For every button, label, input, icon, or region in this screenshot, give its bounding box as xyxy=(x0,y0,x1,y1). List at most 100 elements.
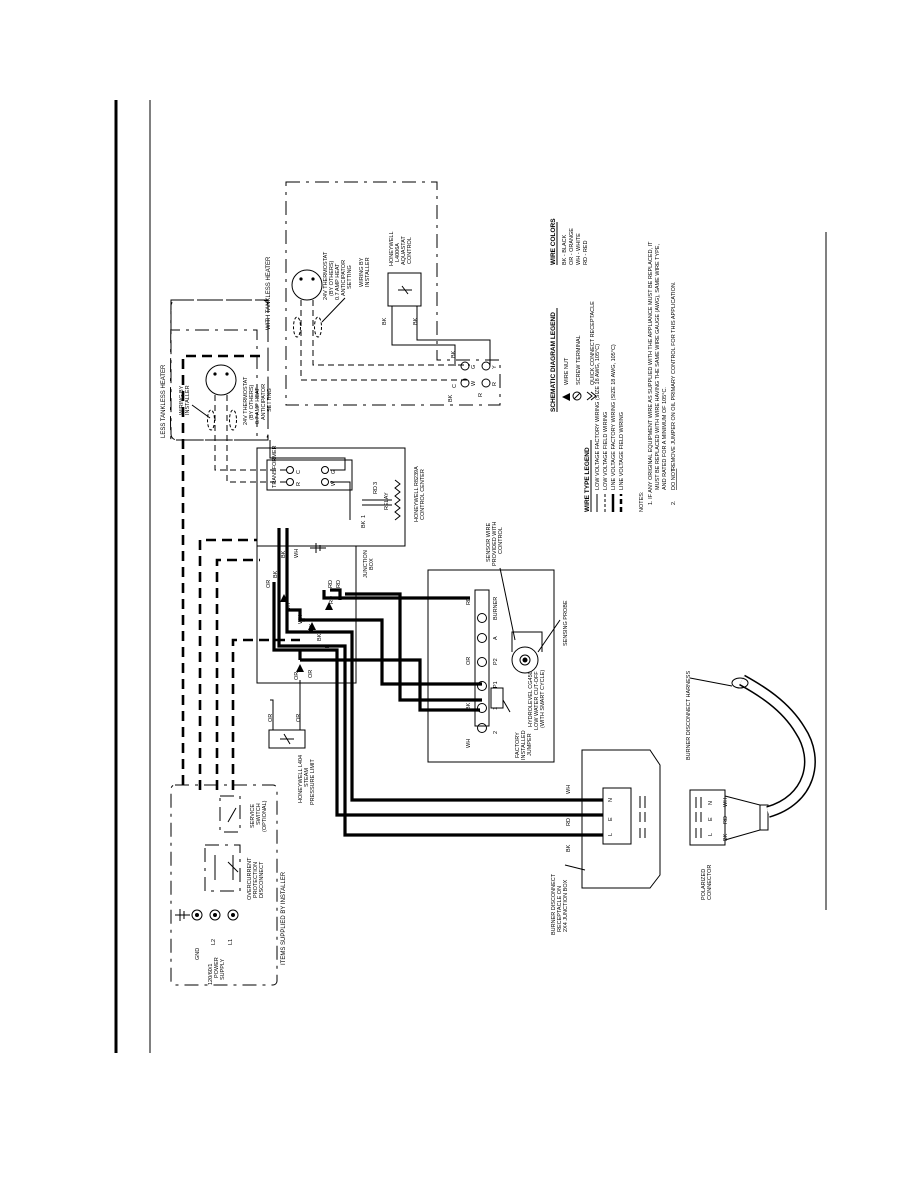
ss-label-3: (OPTIONAL) xyxy=(262,800,268,832)
jumper-label-3: JUMPER xyxy=(527,733,533,756)
oc-label-3: DISCONNECT xyxy=(259,861,265,898)
jumper-label-1: FACTORY xyxy=(515,732,521,758)
rec-e: E xyxy=(608,817,614,821)
cc-term-c: C xyxy=(296,470,302,474)
oc-label-2: PROTECTION xyxy=(253,862,259,898)
thermostat-5: SETTING xyxy=(267,388,273,412)
jb-label-2: BOX xyxy=(369,558,375,570)
rec-label-1: BURNER DISCONNECT xyxy=(551,873,557,935)
wiring-by-t-2: INSTALLER xyxy=(365,257,371,287)
thermostat-t-5: SETTING xyxy=(347,265,353,289)
thermostat-t-4: ANTICIPATOR xyxy=(341,260,347,296)
term-r: R xyxy=(492,382,498,386)
rec-n: N xyxy=(608,798,614,802)
jb-or-3: OR xyxy=(294,672,300,680)
sensing-probe xyxy=(511,646,539,674)
cc-term-w: W xyxy=(331,480,337,486)
pl-or-2: OR xyxy=(296,714,302,722)
rec-l: L xyxy=(608,833,614,836)
jb-bk-4: BK xyxy=(317,633,323,641)
pc-label-1: POLARIZED xyxy=(701,869,707,900)
lwco-or: OR xyxy=(466,657,472,665)
quick-connect-icon xyxy=(586,391,597,401)
lwco-bk: BK xyxy=(466,702,472,710)
lwco-box xyxy=(427,569,555,763)
pc-rd: RD xyxy=(723,816,729,824)
color-or: OR - ORANGE xyxy=(569,228,575,265)
sensor-wire-1: SENSOR WIRE xyxy=(486,523,492,562)
cc-term-g: G xyxy=(331,470,337,474)
schematic-legend: SCHEMATIC DIAGRAM LEGEND WIRE NUT SCREW … xyxy=(550,301,597,412)
less-tankless-group: LESS TANKLESS HEATER 24V THERMOSTAT (BY … xyxy=(161,299,273,441)
jumper xyxy=(490,687,504,709)
lwco-rd: RD xyxy=(466,597,472,605)
sensing-probe-label: SENSING PROBE xyxy=(563,600,569,646)
harness-label: BURNER DISCONNECT HARNESS xyxy=(686,671,692,760)
lwco-label-1: HYDROLEVEL CG450 xyxy=(528,671,534,727)
pl-label-3: PRESSURE LIMIT xyxy=(310,759,316,805)
pc-e: E xyxy=(708,817,714,821)
term-g: G xyxy=(471,365,477,369)
wiring-by-2: INSTALLER xyxy=(185,385,191,415)
schematic-legend-title: SCHEMATIC DIAGRAM LEGEND xyxy=(550,312,557,412)
psu-gnd: GND xyxy=(195,948,201,960)
wire-nut-icon xyxy=(562,393,570,401)
wire-colors-title: WIRE COLORS xyxy=(550,218,557,265)
wt-line-factory: LINE VOLTAGE FACTORY WIRING (SIZE 18 AWG… xyxy=(611,344,617,490)
jb-or-2: OR xyxy=(308,670,314,678)
cc-rd: RD xyxy=(373,486,379,494)
wt-line-field: LINE VOLTAGE FIELD WIRING xyxy=(619,412,625,490)
thermostat-2: (BY OTHERS) xyxy=(249,384,255,420)
rec-label-3: 2X4 JUNCTION BOX xyxy=(563,879,569,932)
term-r2: R xyxy=(478,393,484,397)
cc-term-1: 1 xyxy=(361,515,367,518)
notes: NOTES: 1. IF ANY ORIGINAL EQUIPMENT WIRE… xyxy=(639,241,677,512)
jb-rd-3: RD xyxy=(329,596,335,604)
ground-symbol-2 xyxy=(175,909,190,921)
ss-label-2: SWITCH xyxy=(256,803,262,825)
pc-l: L xyxy=(708,833,714,836)
thermostat-t-2: (BY OTHERS) xyxy=(329,260,335,296)
cc-term-3: 3 xyxy=(373,482,379,485)
color-rd: RD - RED xyxy=(583,241,589,265)
wire-type-title: WIRE TYPE LEGEND xyxy=(584,447,591,512)
wire-type-legend: WIRE TYPE LEGEND LOW VOLTAGE FACTORY WIR… xyxy=(584,344,625,512)
rec-rd: RD xyxy=(566,818,572,826)
ss-label-1: SERVICE xyxy=(250,804,256,828)
lwco-burner: BURNER xyxy=(493,597,499,620)
wt-lv-field: LOW VOLTAGE FIELD WIRING xyxy=(603,412,609,490)
jb-or-1: OR xyxy=(266,580,272,588)
aquastat-bk-1: BK xyxy=(382,317,388,325)
service-switch-frame xyxy=(219,795,241,833)
pc-wh: WH xyxy=(723,798,729,807)
ground-symbol xyxy=(310,543,326,553)
psu-label-1: 120/60/1 xyxy=(208,964,214,985)
screw-terminal-icon xyxy=(572,391,582,401)
overcurrent-frame xyxy=(204,844,241,892)
jb-label-1: JUNCTION xyxy=(363,550,369,578)
note-1a: 1. IF ANY ORIGINAL EQUIPMENT WIRE AS SUP… xyxy=(648,241,654,505)
jb-wh-1: WH xyxy=(294,549,300,558)
thermostat-3: 0.7 AMP HEAT xyxy=(255,387,261,424)
legend-quick-connect: QUICK CONNECT RECEPTACLE xyxy=(590,301,596,385)
thermostat-1: 24V THERMOSTAT xyxy=(243,376,249,425)
less-tankless-label: LESS TANKLESS HEATER xyxy=(161,364,167,438)
junction-box xyxy=(256,545,357,684)
lwco-a: A xyxy=(493,636,499,640)
note-1b: MUST BE REPLACED WITH WIRE HAVING THE SA… xyxy=(655,244,661,490)
transformer-label: TRANSFORMER xyxy=(272,446,278,489)
legend-wire-nut: WIRE NUT xyxy=(564,357,570,385)
aquastat-4: CONTROL xyxy=(407,237,413,264)
term-c: C xyxy=(452,384,458,388)
term-bk-a: BK xyxy=(448,394,454,402)
note-2-underline: DO NOT xyxy=(671,468,677,490)
aquastat-2: L4006A xyxy=(395,243,401,262)
cc-bk: BK xyxy=(361,520,367,528)
rec-bk: BK xyxy=(566,844,572,852)
sensor-wire-3: CONTROL xyxy=(498,527,504,554)
aquastat-3: AQUASTAT xyxy=(401,236,407,265)
psu-label-3: SUPPLY xyxy=(220,958,226,980)
pl-label-1: HONEYWELL L404 xyxy=(298,755,304,803)
polarized-connector xyxy=(689,789,726,846)
